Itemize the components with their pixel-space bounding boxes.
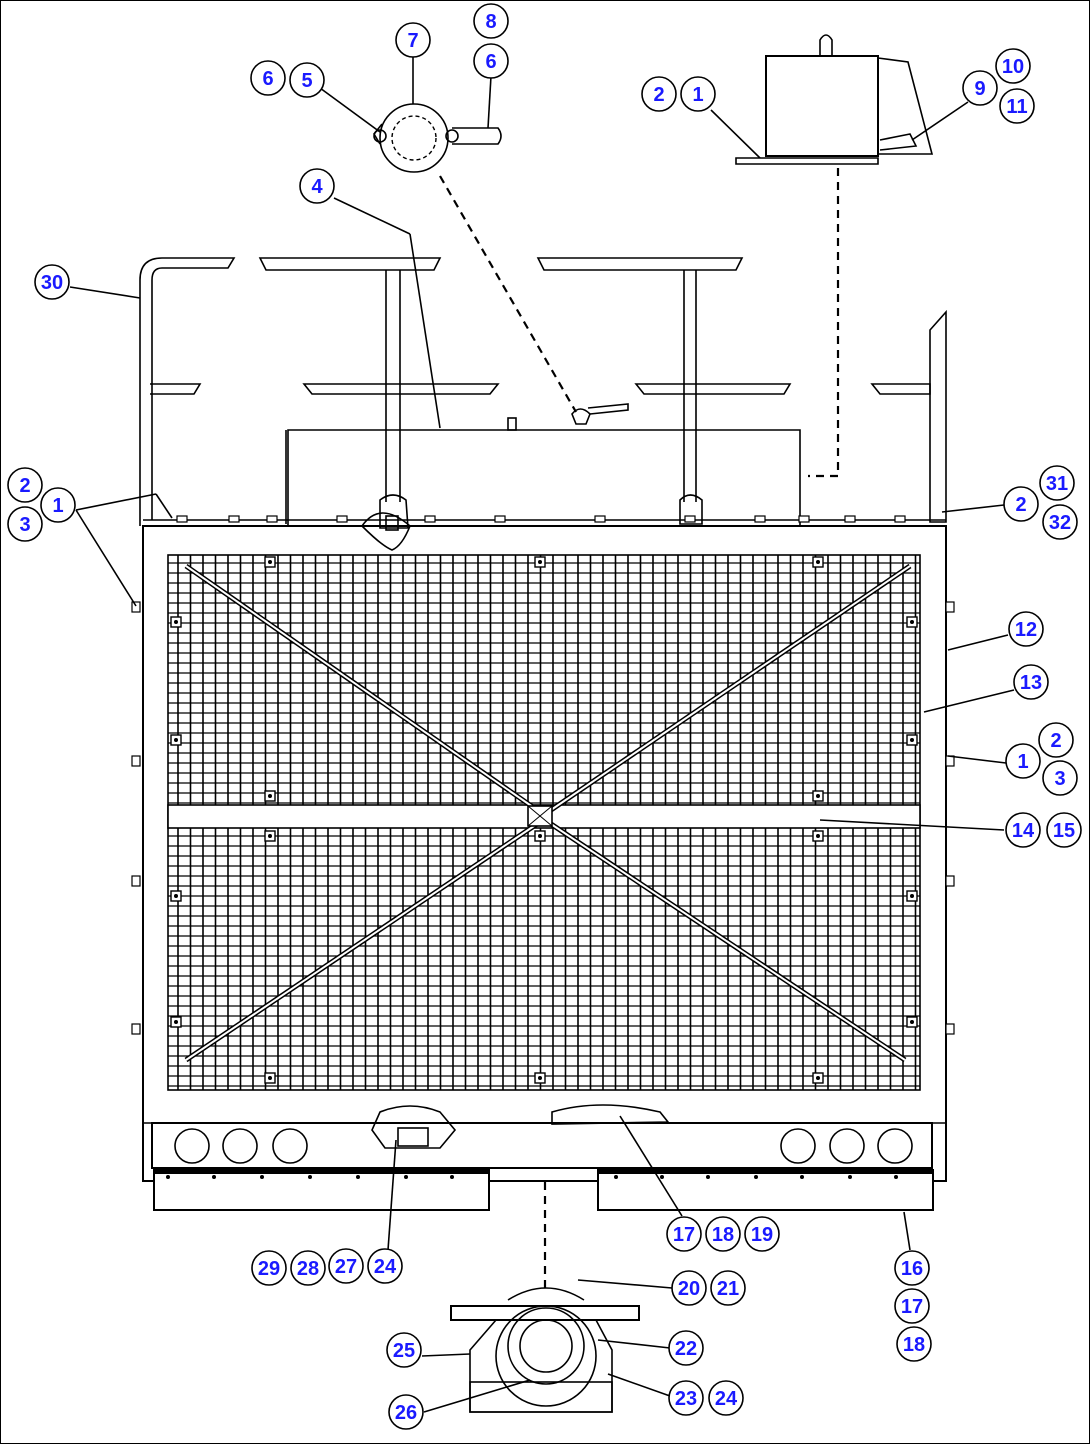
callout-13: 13	[1013, 664, 1049, 700]
callout-21: 21	[710, 1270, 746, 1306]
callout-label: 24	[374, 1256, 397, 1278]
callout-label: 20	[678, 1278, 700, 1300]
callout-label: 17	[901, 1296, 923, 1318]
callout-label: 4	[311, 176, 323, 198]
callout-7: 7	[395, 22, 431, 58]
callout-26: 26	[388, 1394, 424, 1430]
callout-label: 2	[653, 84, 664, 106]
callout-18b: 18	[896, 1326, 932, 1362]
callout-label: 27	[335, 1256, 357, 1278]
callout-label: 32	[1049, 512, 1071, 534]
callout-32: 32	[1042, 504, 1078, 540]
callout-label: 10	[1002, 56, 1024, 78]
callout-10: 10	[995, 48, 1031, 84]
callout-label: 24	[715, 1388, 738, 1410]
callout-2d: 2	[1038, 722, 1074, 758]
callout-label: 29	[258, 1258, 280, 1280]
callout-17a: 17	[666, 1216, 702, 1252]
callout-6b: 6	[473, 43, 509, 79]
callout-12: 12	[1008, 611, 1044, 647]
callout-2c: 2	[1003, 486, 1039, 522]
callout-label: 8	[485, 11, 496, 33]
callout-3b: 3	[1042, 760, 1078, 796]
callout-1c: 1	[1005, 743, 1041, 779]
callout-24b: 24	[708, 1380, 744, 1416]
assembly-lines	[439, 168, 840, 1292]
callout-label: 6	[262, 68, 273, 90]
top-bolts	[166, 515, 906, 1179]
callout-28: 28	[290, 1250, 326, 1286]
callout-25: 25	[386, 1332, 422, 1368]
callout-label: 9	[974, 78, 985, 100]
callout-18a: 18	[705, 1216, 741, 1252]
callout-19: 19	[744, 1216, 780, 1252]
callout-label: 28	[297, 1258, 319, 1280]
callout-27: 27	[328, 1248, 364, 1284]
callout-label: 1	[692, 84, 703, 106]
lower-light-panel	[151, 1104, 934, 1211]
callout-label: 6	[485, 51, 496, 73]
callout-15: 15	[1046, 812, 1082, 848]
side-bolts	[131, 601, 955, 1035]
leader-lines	[69, 54, 1015, 1413]
callout-label: 30	[41, 272, 63, 294]
bearing-assembly	[450, 1287, 640, 1413]
callout-label: 18	[712, 1224, 734, 1246]
callout-4: 4	[299, 168, 335, 204]
callout-30: 30	[34, 264, 70, 300]
callout-6a: 6	[250, 60, 286, 96]
callout-17b: 17	[894, 1288, 930, 1324]
callout-label: 1	[1017, 751, 1028, 773]
callout-label: 1	[52, 495, 63, 517]
filler-cap-assembly	[373, 103, 502, 173]
callout-24a: 24	[367, 1248, 403, 1284]
callout-1a: 1	[680, 76, 716, 112]
callout-label: 19	[751, 1224, 773, 1246]
grille-bolts	[170, 556, 918, 1084]
cross-brace	[184, 563, 912, 1063]
callout-label: 21	[717, 1278, 739, 1300]
callout-label: 22	[675, 1338, 697, 1360]
callout-1b: 1	[40, 487, 76, 523]
callout-11: 11	[999, 88, 1035, 124]
callout-label: 16	[901, 1258, 923, 1280]
callout-label: 31	[1046, 473, 1068, 495]
reserve-tank	[735, 34, 934, 165]
callout-label: 5	[301, 70, 312, 92]
callout-3a: 3	[7, 506, 43, 542]
callout-label: 12	[1015, 619, 1037, 641]
callout-9: 9	[962, 70, 998, 106]
callout-label: 25	[393, 1340, 415, 1362]
callout-label: 23	[675, 1388, 697, 1410]
callout-5: 5	[289, 62, 325, 98]
callout-14: 14	[1005, 812, 1041, 848]
callout-label: 7	[407, 30, 418, 52]
callout-label: 26	[395, 1402, 417, 1424]
callout-label: 11	[1006, 96, 1027, 118]
callout-label: 17	[673, 1224, 695, 1246]
callout-22: 22	[668, 1330, 704, 1366]
handrail	[139, 257, 947, 529]
callout-2a: 2	[641, 76, 677, 112]
callout-16: 16	[894, 1250, 930, 1286]
callout-29: 29	[251, 1250, 287, 1286]
callout-label: 2	[1050, 730, 1061, 752]
callout-23: 23	[668, 1380, 704, 1416]
callout-label: 2	[19, 475, 30, 497]
callout-2b: 2	[7, 467, 43, 503]
callout-label: 2	[1015, 494, 1026, 516]
callout-label: 14	[1012, 820, 1035, 842]
callout-label: 3	[1054, 768, 1065, 790]
callout-20: 20	[671, 1270, 707, 1306]
callout-31: 31	[1039, 465, 1075, 501]
callout-label: 13	[1020, 672, 1042, 694]
callout-label: 18	[903, 1334, 925, 1356]
callout-label: 3	[19, 514, 30, 536]
callout-8: 8	[473, 3, 509, 39]
callout-label: 15	[1053, 820, 1075, 842]
